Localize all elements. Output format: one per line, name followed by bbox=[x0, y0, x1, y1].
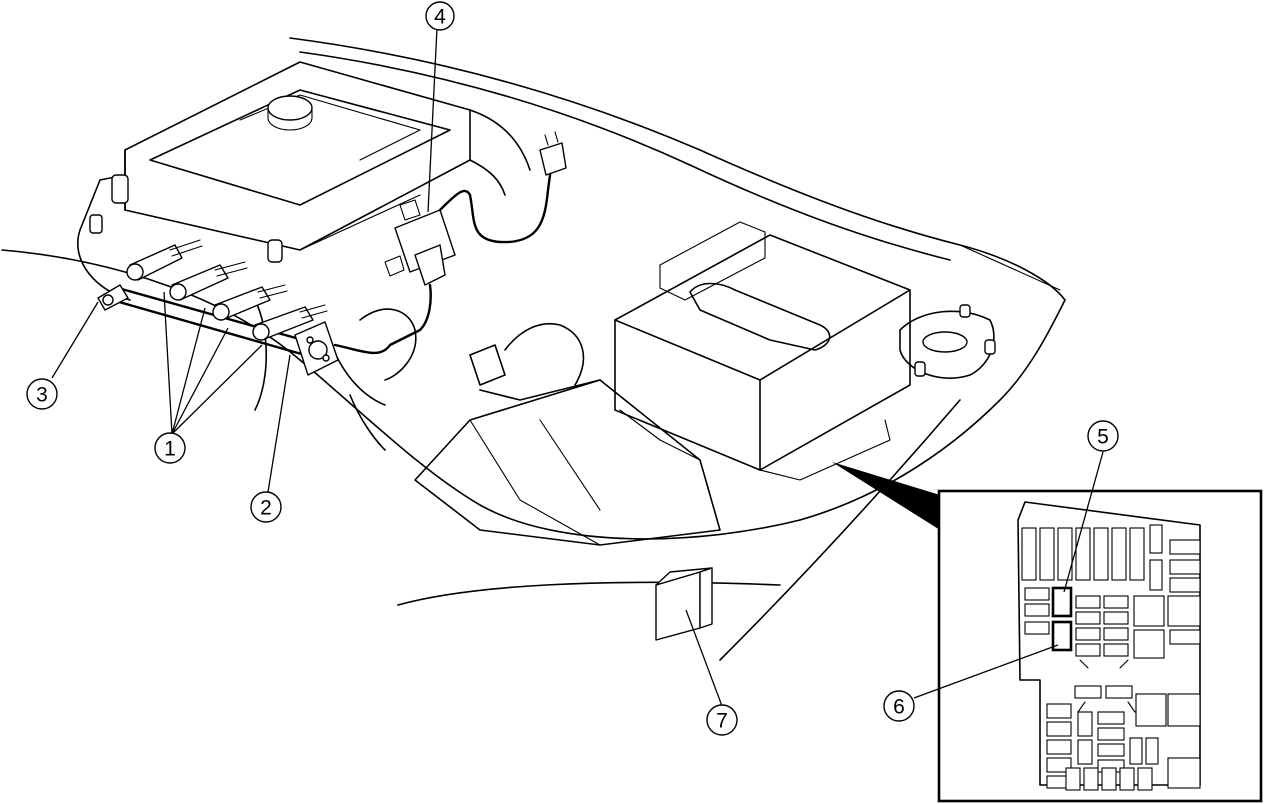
fuel-injector-4 bbox=[252, 304, 328, 341]
leader-lines bbox=[51, 27, 1104, 707]
pressure-regulator bbox=[384, 131, 567, 286]
engine-block bbox=[77, 61, 531, 451]
fuel-injector-2 bbox=[169, 261, 248, 301]
callout-4: 4 bbox=[425, 1, 455, 31]
callout-5-label: 5 bbox=[1097, 426, 1109, 449]
callout-6-label: 6 bbox=[893, 696, 905, 719]
callout-6: 6 bbox=[883, 690, 915, 722]
fuel-filter-sensor bbox=[97, 284, 129, 311]
callout-7: 7 bbox=[706, 704, 738, 736]
fuel-rail-assembly bbox=[97, 239, 432, 376]
fuse-5 bbox=[1051, 586, 1073, 618]
callout-3-label: 3 bbox=[36, 384, 48, 407]
air-intake bbox=[359, 308, 721, 546]
fuel-injector-3 bbox=[212, 284, 288, 321]
callout-1: 1 bbox=[154, 432, 186, 464]
callout-2-label: 2 bbox=[260, 497, 272, 520]
inset-pointer bbox=[832, 462, 940, 530]
fuel-injector-1 bbox=[126, 239, 203, 281]
callout-2: 2 bbox=[250, 491, 282, 523]
callout-4-label: 4 bbox=[434, 6, 446, 29]
callout-5: 5 bbox=[1087, 420, 1119, 452]
fuse-grid bbox=[1021, 524, 1201, 791]
fuse-6 bbox=[1051, 620, 1073, 652]
callout-7-label: 7 bbox=[716, 710, 728, 733]
callout-1-label: 1 bbox=[164, 438, 176, 461]
body-outline bbox=[1, 37, 1066, 661]
fuse-box-inset bbox=[937, 489, 1263, 803]
fuel-pulsation-damper bbox=[294, 321, 339, 376]
callout-3: 3 bbox=[26, 378, 58, 410]
relay-module bbox=[655, 567, 713, 641]
battery-box bbox=[614, 221, 911, 481]
strut-tower bbox=[899, 304, 996, 379]
